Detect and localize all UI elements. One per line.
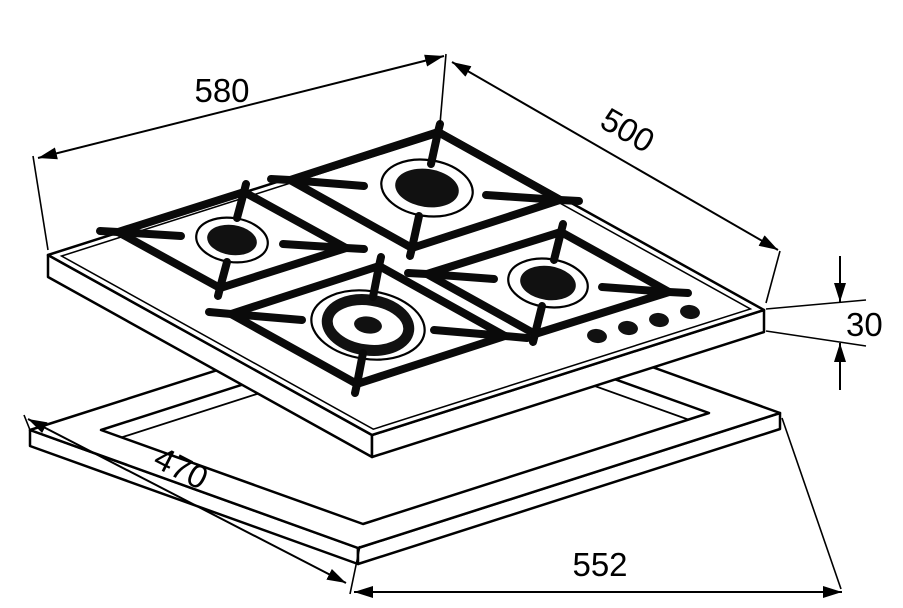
burner-front-right-cap [520, 265, 576, 301]
control-knob-1 [587, 328, 607, 344]
burner-front-right [507, 257, 589, 309]
control-knob-4 [680, 304, 700, 320]
ext-line-580-left [32, 155, 49, 251]
control-knob-2 [618, 320, 638, 336]
dim-label-hob-width: 580 [194, 72, 249, 109]
ext-line-30-bottom [765, 330, 867, 347]
ext-line-580-right [439, 53, 447, 125]
ext-line-shared-bottom-corner [349, 545, 361, 595]
dim-label-cutout-width: 552 [572, 546, 627, 583]
ext-line-552-right [781, 417, 842, 590]
cutout-frame-front-left-face [28, 428, 360, 566]
dim-line-500 [451, 61, 779, 251]
burners [195, 158, 589, 361]
ext-line-500-right [765, 250, 781, 304]
control-knobs [587, 304, 700, 344]
dim-line-470 [27, 418, 347, 584]
ext-line-470-left [23, 414, 31, 431]
burner-wok-center-cap [354, 316, 382, 334]
burner-back-right-cap [395, 168, 459, 208]
dim-label-hob-height: 30 [846, 306, 883, 343]
control-knob-3 [649, 312, 669, 328]
burner-back-left-cap [207, 224, 257, 256]
grate-front-left [205, 253, 531, 397]
ext-line-30-top [765, 299, 867, 310]
grate-back-left [96, 180, 368, 300]
dim-line-580 [37, 54, 445, 160]
